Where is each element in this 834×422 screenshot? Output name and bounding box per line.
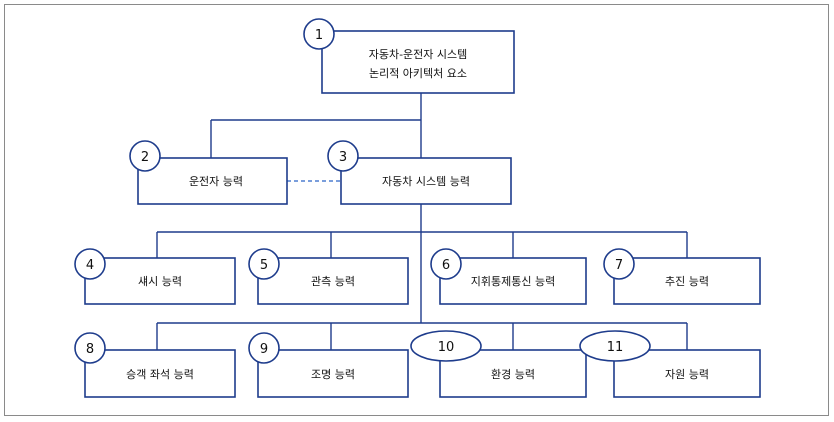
node-6-label: 지휘통제통신 능력 bbox=[471, 275, 555, 288]
node-6-badge bbox=[430, 248, 462, 280]
node-2-badge bbox=[129, 140, 161, 172]
node-8-number: 8 bbox=[86, 342, 94, 357]
node-10-number: 10 bbox=[438, 340, 455, 355]
node-7-box bbox=[613, 257, 761, 305]
node-8-badge bbox=[74, 332, 106, 364]
node-6-box bbox=[439, 257, 587, 305]
node-10: 환경 능력 10 bbox=[410, 330, 587, 398]
node-3-number: 3 bbox=[339, 150, 347, 165]
diagram-frame bbox=[4, 4, 829, 416]
node-9-badge bbox=[248, 332, 280, 364]
node-9-label: 조명 능력 bbox=[311, 368, 355, 381]
node-1: 자동차-운전자 시스템 논리적 아키텍처 요소 1 bbox=[303, 18, 515, 94]
node-6: 지휘통제통신 능력 6 bbox=[430, 248, 587, 305]
node-10-badge bbox=[410, 330, 482, 362]
node-3-box bbox=[340, 157, 512, 205]
node-2-number: 2 bbox=[141, 150, 149, 165]
connectors bbox=[156, 93, 688, 350]
node-11: 자원 능력 11 bbox=[579, 330, 761, 398]
node-3: 자동차 시스템 능력 3 bbox=[327, 140, 512, 205]
node-3-label: 자동차 시스템 능력 bbox=[382, 175, 470, 188]
node-8: 승객 좌석 능력 8 bbox=[74, 332, 236, 398]
node-4-label: 섀시 능력 bbox=[138, 275, 182, 288]
node-11-badge bbox=[579, 330, 651, 362]
node-3-badge bbox=[327, 140, 359, 172]
node-1-number: 1 bbox=[315, 28, 323, 43]
node-1-box bbox=[321, 30, 515, 94]
node-2-box bbox=[137, 157, 288, 205]
node-5-label: 관측 능력 bbox=[311, 275, 355, 288]
node-10-label: 환경 능력 bbox=[491, 368, 535, 381]
node-7-label: 추진 능력 bbox=[665, 275, 709, 288]
node-7-number: 7 bbox=[615, 258, 623, 273]
node-5-number: 5 bbox=[260, 258, 268, 273]
node-9-number: 9 bbox=[260, 342, 268, 357]
node-2: 운전자 능력 2 bbox=[129, 140, 288, 205]
node-7: 추진 능력 7 bbox=[603, 248, 761, 305]
node-6-number: 6 bbox=[442, 258, 450, 273]
node-9: 조명 능력 9 bbox=[248, 332, 409, 398]
node-9-box bbox=[257, 349, 409, 398]
node-2-label: 운전자 능력 bbox=[189, 175, 243, 188]
node-11-number: 11 bbox=[607, 340, 624, 355]
node-5-badge bbox=[248, 248, 280, 280]
node-4-badge bbox=[74, 248, 106, 280]
node-1-badge bbox=[303, 18, 335, 50]
node-5: 관측 능력 5 bbox=[248, 248, 409, 305]
node-1-label-line-1: 자동차-운전자 시스템 bbox=[369, 48, 468, 61]
node-4-box bbox=[84, 257, 236, 305]
node-11-label: 자원 능력 bbox=[665, 368, 709, 381]
node-4: 섀시 능력 4 bbox=[74, 248, 236, 305]
node-5-box bbox=[257, 257, 409, 305]
node-1-label-line-2: 논리적 아키텍처 요소 bbox=[369, 67, 467, 80]
node-4-number: 4 bbox=[86, 258, 94, 273]
node-8-label: 승객 좌석 능력 bbox=[126, 368, 194, 381]
node-7-badge bbox=[603, 248, 635, 280]
node-8-box bbox=[84, 349, 236, 398]
